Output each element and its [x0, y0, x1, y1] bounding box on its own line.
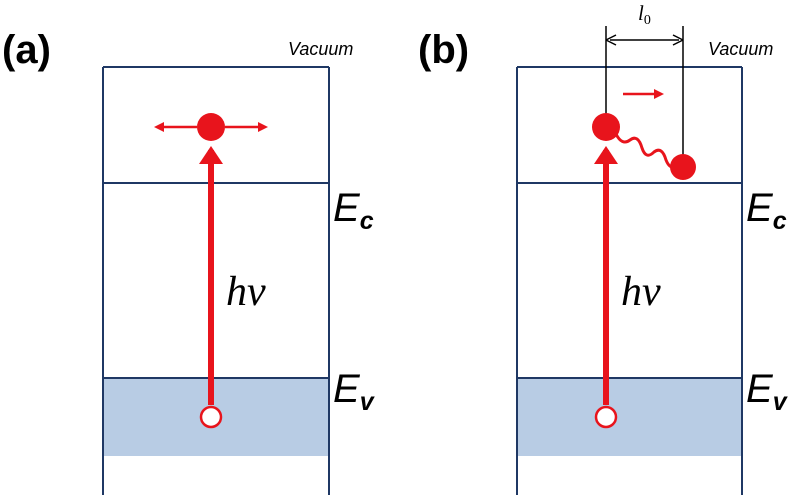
panel-b-vacuum-label: Vacuum	[708, 39, 773, 59]
panel-b-valence-band	[517, 378, 742, 456]
panel-b-relaxed-electron	[670, 154, 696, 180]
panel-b-photon-label: hv	[621, 269, 661, 315]
panel-b-photon-arrowhead	[594, 146, 618, 164]
panel-b-ev-label: Ev	[746, 367, 789, 416]
panel-a-electron	[197, 113, 225, 141]
panel-b-thermalization-path	[614, 133, 677, 169]
panel-b-distance-arrowhead-left	[605, 34, 617, 46]
panel-a-hole	[199, 405, 223, 429]
panel-b-ec-label: Ec	[746, 186, 787, 235]
panel-b-hole	[594, 405, 618, 429]
panel-a: (a) Vacuum hv Ec Ev	[2, 28, 376, 495]
panel-a-ev-label: Ev	[333, 367, 376, 416]
panel-a-ec-label: Ec	[333, 186, 374, 235]
panel-a-photon-label: hv	[226, 269, 266, 315]
panel-a-vacuum-label: Vacuum	[288, 39, 353, 59]
panel-a-label: (a)	[2, 28, 51, 72]
panel-b-label: (b)	[418, 28, 469, 72]
panel-b-distance-arrowhead-right	[672, 34, 684, 46]
panel-b-distance-label: l0	[638, 1, 651, 28]
panel-b-hot-electron	[592, 113, 620, 141]
panel-a-photon-arrowhead	[199, 146, 223, 164]
panel-b: (b) Vacuum l0 hv Ec Ev	[418, 1, 789, 495]
